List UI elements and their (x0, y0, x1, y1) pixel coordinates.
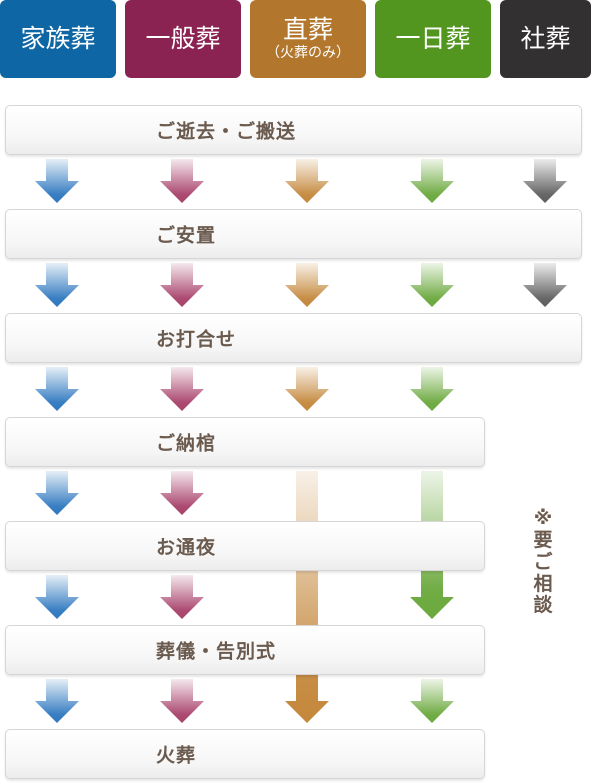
arrow-ippan (160, 367, 204, 411)
step-wake: お通夜 (5, 521, 485, 571)
step-consultation: お打合せ (5, 313, 582, 363)
arrow-ippan (160, 159, 204, 203)
arrow-ippan (160, 263, 204, 307)
step-label: ご納棺 (156, 432, 217, 455)
tab-ichinichi-label: 一日葬 (395, 23, 471, 53)
step-label: 葬儀・告別式 (156, 640, 277, 663)
step-label: 火葬 (156, 744, 197, 767)
tab-shasou[interactable]: 社葬 (500, 0, 591, 78)
arrow-ippan (160, 471, 204, 515)
note-char: 談 (533, 594, 553, 617)
tab-kazoku[interactable]: 家族葬 (0, 0, 116, 78)
tab-kazoku-label: 家族葬 (20, 23, 96, 53)
arrow-chokusou (285, 159, 329, 203)
arrow-kazoku (35, 471, 79, 515)
arrow-kazoku (35, 367, 79, 411)
tab-chokusou-label: 直葬 (282, 15, 333, 45)
tab-chokusou[interactable]: 直葬 （火葬のみ） (250, 0, 366, 78)
step-label: お打合せ (156, 328, 237, 351)
arrow-ichinichi (410, 679, 454, 723)
arrow-shasou (523, 159, 567, 203)
arrow-ichinichi (410, 367, 454, 411)
step-passing-transport: ご逝去・ご搬送 (5, 105, 582, 155)
step-encoffining: ご納棺 (5, 417, 485, 467)
arrow-chokusou (285, 471, 329, 723)
arrow-kazoku (35, 679, 79, 723)
note-char: 要 (533, 528, 553, 551)
arrow-ichinichi (410, 159, 454, 203)
arrow-kazoku (35, 575, 79, 619)
step-funeral-ceremony: 葬儀・告別式 (5, 625, 485, 675)
arrow-ippan (160, 679, 204, 723)
step-label: ご安置 (156, 224, 217, 247)
tab-ippan-label: 一般葬 (145, 23, 221, 53)
note-char: ご (533, 550, 553, 573)
consultation-note: ※ 要 ご 相 談 (530, 507, 556, 617)
step-label: お通夜 (156, 536, 217, 559)
note-char: 相 (533, 572, 553, 595)
arrow-ippan (160, 575, 204, 619)
step-label: ご逝去・ご搬送 (156, 120, 297, 143)
arrow-shasou (523, 263, 567, 307)
step-laying-in-rest: ご安置 (5, 209, 582, 259)
step-cremation: 火葬 (5, 729, 485, 779)
tab-shasou-label: 社葬 (520, 23, 571, 53)
arrow-chokusou (285, 367, 329, 411)
tab-ichinichi[interactable]: 一日葬 (375, 0, 491, 78)
tab-chokusou-sublabel: （火葬のみ） (266, 44, 350, 61)
arrow-kazoku (35, 159, 79, 203)
arrow-ichinichi (410, 263, 454, 307)
arrow-kazoku (35, 263, 79, 307)
note-char: ※ (533, 507, 553, 529)
tab-ippan[interactable]: 一般葬 (125, 0, 241, 78)
arrow-chokusou (285, 263, 329, 307)
